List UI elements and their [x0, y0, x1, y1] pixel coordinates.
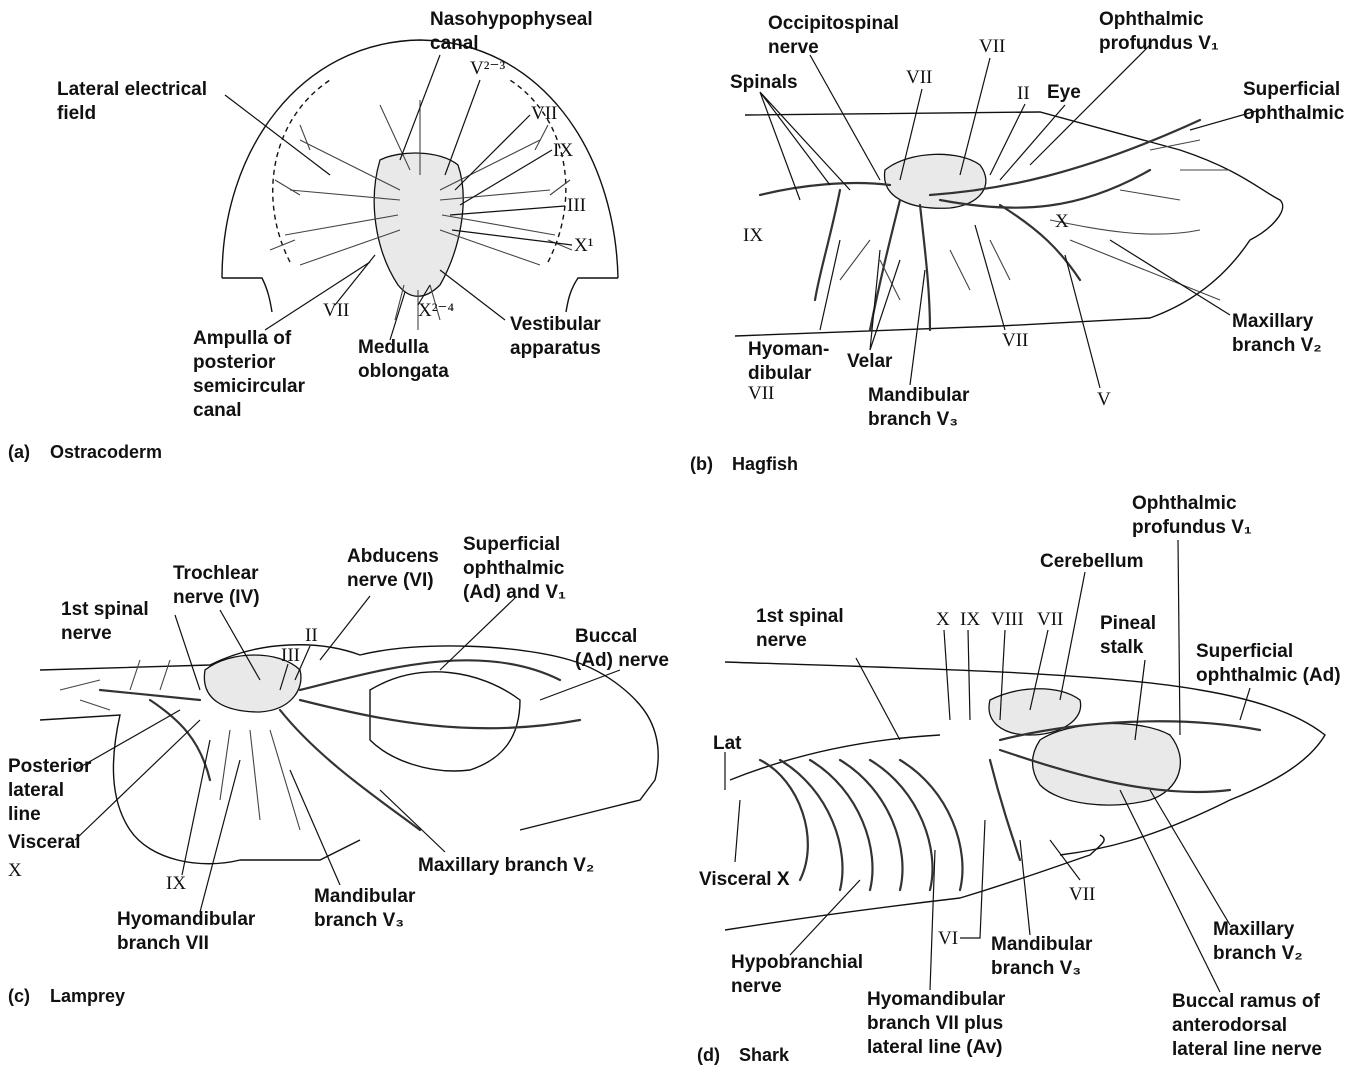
panel-a-label: Lateral electrical field — [57, 78, 207, 126]
panel-d-label: 1st spinal nerve — [756, 605, 844, 653]
panel-b-label: Hyoman- dibular — [748, 338, 829, 386]
panel-a-label: Vestibular apparatus — [510, 313, 601, 361]
panel-b-caption-letter: (b) — [690, 454, 713, 475]
panel-d-label: Superficial ophthalmic (Ad) — [1196, 640, 1341, 688]
panel-b-label: Spinals — [730, 71, 798, 95]
panel-b-label: Mandibular branch V₃ — [868, 384, 969, 432]
panel-a-label: Medulla oblongata — [358, 336, 449, 384]
panel-b-label: VII — [906, 67, 932, 89]
panel-c-label: Superficial ophthalmic (Ad) and V₁ — [463, 533, 566, 605]
panel-c-label: Trochlear nerve (IV) — [173, 562, 260, 610]
panel-b-label: II — [1017, 83, 1030, 105]
panel-c-label: IX — [166, 873, 186, 895]
panel-c-label: Posterior lateral line — [8, 755, 91, 827]
panel-a-label: VII — [531, 103, 557, 125]
panel-c-label: 1st spinal nerve — [61, 598, 149, 646]
panel-c-label: Abducens nerve (VI) — [347, 545, 439, 593]
panel-d-caption-letter: (d) — [697, 1045, 720, 1066]
panel-a-label: Ampulla of posterior semicircular canal — [193, 327, 305, 423]
panel-a-label: VII — [323, 300, 349, 322]
panel-c-caption-letter: (c) — [8, 986, 30, 1007]
panel-d-label: Pineal stalk — [1100, 612, 1156, 660]
panel-c-label: Hyomandibular branch VII — [117, 908, 255, 956]
panel-c-caption-name: Lamprey — [50, 986, 125, 1007]
panel-c-label: II — [305, 625, 318, 647]
panel-a-caption-letter: (a) — [8, 442, 30, 463]
panel-b-label: Superficial ophthalmic — [1243, 78, 1344, 126]
panel-a-label: X¹ — [574, 235, 593, 257]
panel-a-label: X²⁻⁴ — [418, 300, 454, 322]
panel-d-label: VI — [938, 928, 958, 950]
panel-b-label: Eye — [1047, 81, 1081, 105]
panel-b-label: VII — [979, 36, 1005, 58]
panel-d-label: Hypobranchial nerve — [731, 951, 863, 999]
panel-b-label: Maxillary branch V₂ — [1232, 310, 1322, 358]
panel-d-label: Cerebellum — [1040, 550, 1143, 574]
panel-b-label: Ophthalmic profundus V₁ — [1099, 8, 1219, 56]
panel-c-label: Mandibular branch V₃ — [314, 885, 415, 933]
panel-d-label: Ophthalmic profundus V₁ — [1132, 492, 1252, 540]
panel-d-label: Hyomandibular branch VII plus lateral li… — [867, 988, 1005, 1060]
panel-b-label: V — [1097, 389, 1111, 411]
panel-d-label: VII — [1037, 609, 1063, 631]
panel-d-label: Buccal ramus of anterodorsal lateral lin… — [1172, 990, 1322, 1062]
panel-c-label: Visceral — [8, 831, 81, 855]
panel-b-label: Occipitospinal nerve — [768, 12, 899, 60]
panel-a-caption-name: Ostracoderm — [50, 442, 162, 463]
panel-b-label: X — [1055, 211, 1069, 233]
panel-d-label: Lat — [713, 732, 742, 756]
panel-d-label: IX — [960, 609, 980, 631]
panel-b-label: Velar — [847, 350, 892, 374]
panel-c-label: Buccal (Ad) nerve — [575, 625, 669, 673]
panel-c-label: III — [281, 645, 300, 667]
panel-d-label: VIII — [991, 609, 1024, 631]
panel-d-label: VII — [1069, 884, 1095, 906]
panel-d-label: Visceral X — [699, 868, 790, 892]
panel-a-label: Nasohypophyseal canal — [430, 8, 593, 56]
panel-c-label: X — [8, 860, 22, 882]
panel-d-label: Maxillary branch V₂ — [1213, 918, 1303, 966]
panel-b-caption-name: Hagfish — [732, 454, 798, 475]
panel-d-label: Mandibular branch V₃ — [991, 933, 1092, 981]
panel-c-label: Maxillary branch V₂ — [418, 854, 594, 878]
panel-b-label: IX — [743, 225, 763, 247]
panel-d-caption-name: Shark — [739, 1045, 789, 1066]
panel-b-label: VII — [1002, 330, 1028, 352]
panel-a-label: V²⁻³ — [470, 58, 505, 80]
panel-a-label: III — [567, 195, 586, 217]
panel-a-label: IX — [553, 140, 573, 162]
panel-d-label: X — [936, 609, 950, 631]
panel-b-label: VII — [748, 383, 774, 405]
ostracoderm-drawing — [222, 40, 618, 340]
